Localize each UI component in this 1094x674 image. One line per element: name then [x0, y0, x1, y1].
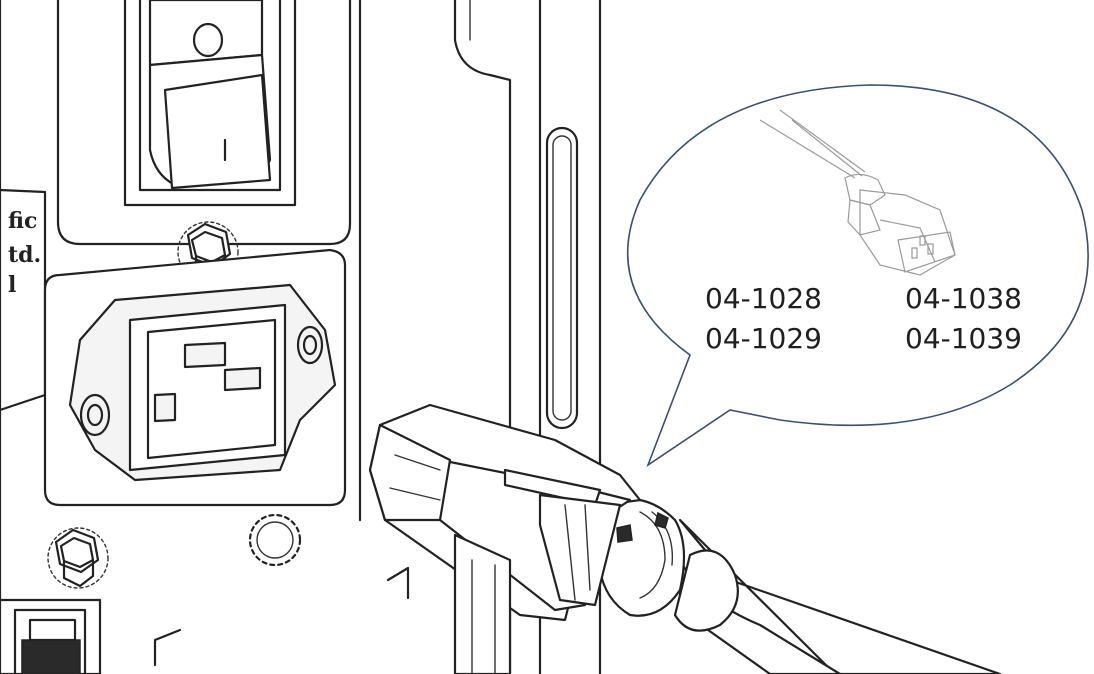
power-cord	[368, 403, 1002, 674]
hex-nut-upper	[177, 221, 239, 283]
part-number-04-1038: 04-1038	[905, 282, 1022, 315]
bottom-port	[0, 598, 102, 674]
part-number-04-1029: 04-1029	[705, 322, 822, 355]
iec-inlet	[43, 248, 347, 507]
panel-text-line2: td.	[8, 242, 41, 268]
panel-text-line3: l	[8, 272, 16, 298]
corner-mark-1	[386, 566, 410, 600]
rocker-switch	[123, 0, 297, 207]
hex-nut-lower	[47, 527, 109, 589]
corner-mark-2	[153, 628, 182, 667]
dashed-ring	[248, 513, 302, 567]
callout-cord-illustration	[759, 109, 956, 276]
callout-bubble: 04-1028 04-1029 04-1038 04-1039	[626, 84, 1089, 468]
panel-label-plate: fic td. l	[0, 188, 47, 412]
panel-text-line1: fic	[8, 208, 37, 234]
part-number-04-1039: 04-1039	[905, 322, 1022, 355]
part-number-04-1028: 04-1028	[705, 282, 822, 315]
